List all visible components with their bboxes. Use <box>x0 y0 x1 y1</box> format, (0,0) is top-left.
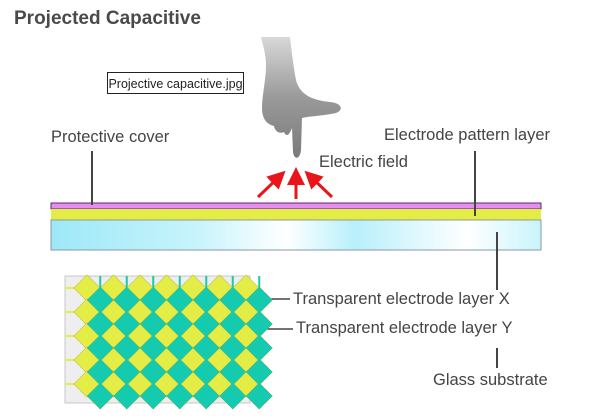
page-title: Projected Capacitive <box>14 8 201 29</box>
electric-field-arrows <box>256 167 334 199</box>
label-glass-substrate: Glass substrate <box>433 371 548 389</box>
electrode-x-diamond <box>219 382 247 410</box>
label-electric-field: Electric field <box>319 153 408 171</box>
glass-substrate-layer <box>50 219 542 251</box>
arrow-left <box>256 170 286 199</box>
arrow-right <box>304 170 334 199</box>
electrode-x-diamond <box>192 382 220 410</box>
electrode-x-diamond <box>113 382 141 410</box>
electrode-x-diamond <box>139 382 167 410</box>
label-electrode-layer-x: Transparent electrode layer X <box>293 290 510 308</box>
hand-icon <box>261 37 341 158</box>
electrode-x-diamond <box>245 382 273 410</box>
electrode-x-diamond <box>166 382 194 410</box>
label-electrode-layer-y: Transparent electrode layer Y <box>296 319 513 337</box>
electrode-pattern-layer <box>51 209 541 220</box>
electrode-x-diamond <box>86 382 114 410</box>
electrode-grid <box>65 274 273 410</box>
protective-cover-layer <box>50 202 542 210</box>
filename-tooltip: Projective capacitive.jpg <box>107 72 244 94</box>
label-electrode-pattern-layer: Electrode pattern layer <box>384 126 551 144</box>
label-protective-cover: Protective cover <box>51 128 170 146</box>
